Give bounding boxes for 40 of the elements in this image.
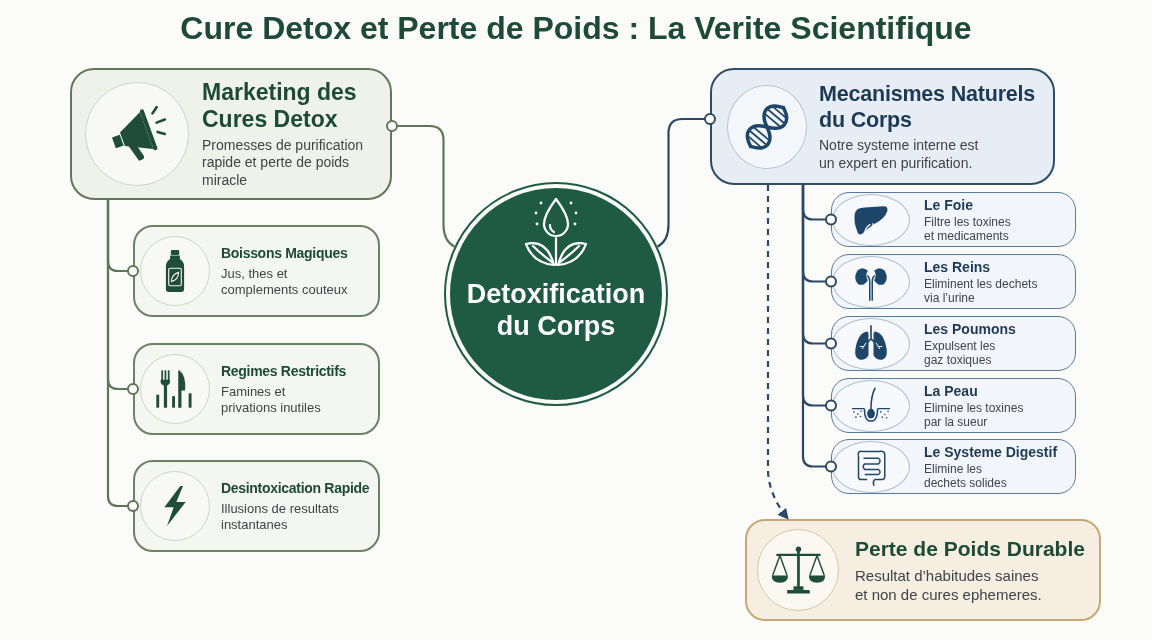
organ-card xyxy=(831,439,1076,494)
organ-card xyxy=(831,316,1076,371)
organ-card xyxy=(831,192,1076,247)
card-title: Les Poumons xyxy=(924,320,1016,338)
card-title: Perte de Poids Durable xyxy=(855,536,1085,562)
page-title: Cure Detox et Perte de Poids : La Verite Scientifique xyxy=(180,9,972,48)
card-title: Boissons Magiques xyxy=(221,244,348,263)
card-title: Regimes Restrictifs xyxy=(221,362,347,381)
result-card xyxy=(745,519,1101,621)
card-title: Marketing des Cures Detox xyxy=(202,78,358,133)
hub-title: Detoxification du Corps xyxy=(465,278,647,342)
claim-card xyxy=(133,343,380,435)
card-description: Illusions de resultats instantanes xyxy=(221,501,340,533)
card-title: Le Foie xyxy=(924,196,973,214)
claim-card xyxy=(133,460,380,552)
card-description: Elimine les toxines par la sueur xyxy=(924,400,1025,429)
card-title: La Peau xyxy=(924,382,978,400)
card-description: Filtre les toxines et medicaments xyxy=(924,214,1012,243)
card-title: Mecanismes Naturels du Corps xyxy=(819,81,1037,133)
organ-card xyxy=(831,378,1076,433)
card-description: Eliminent les dechets via l’urine xyxy=(924,276,1039,305)
card-description: Resultat d’habitudes saines et non de cures ephemeres. xyxy=(855,566,1043,604)
card-title: Desintoxication Rapide xyxy=(221,479,370,498)
card-description: Expulsent les gaz toxiques xyxy=(924,338,997,367)
category-card xyxy=(710,68,1055,185)
card-title: Le Systeme Digestif xyxy=(924,443,1058,461)
connector-line xyxy=(656,113,716,248)
card-description: Notre systeme interne est un expert en purification. xyxy=(819,137,980,172)
card-description: Promesses de purification rapide et perte de poids miracle xyxy=(202,136,365,190)
category-card xyxy=(70,68,392,200)
connector-line xyxy=(106,200,139,512)
card-title: Les Reins xyxy=(924,258,991,276)
organ-card xyxy=(831,254,1076,309)
claim-card xyxy=(133,225,380,317)
card-description: Famines et privations inutiles xyxy=(221,384,322,416)
connector-line xyxy=(386,120,456,248)
card-description: Elimine les dechets solides xyxy=(924,461,1008,490)
dashed-arrow xyxy=(766,185,789,520)
card-description: Jus, thes et complements couteux xyxy=(221,266,349,298)
connector-line xyxy=(801,185,837,473)
